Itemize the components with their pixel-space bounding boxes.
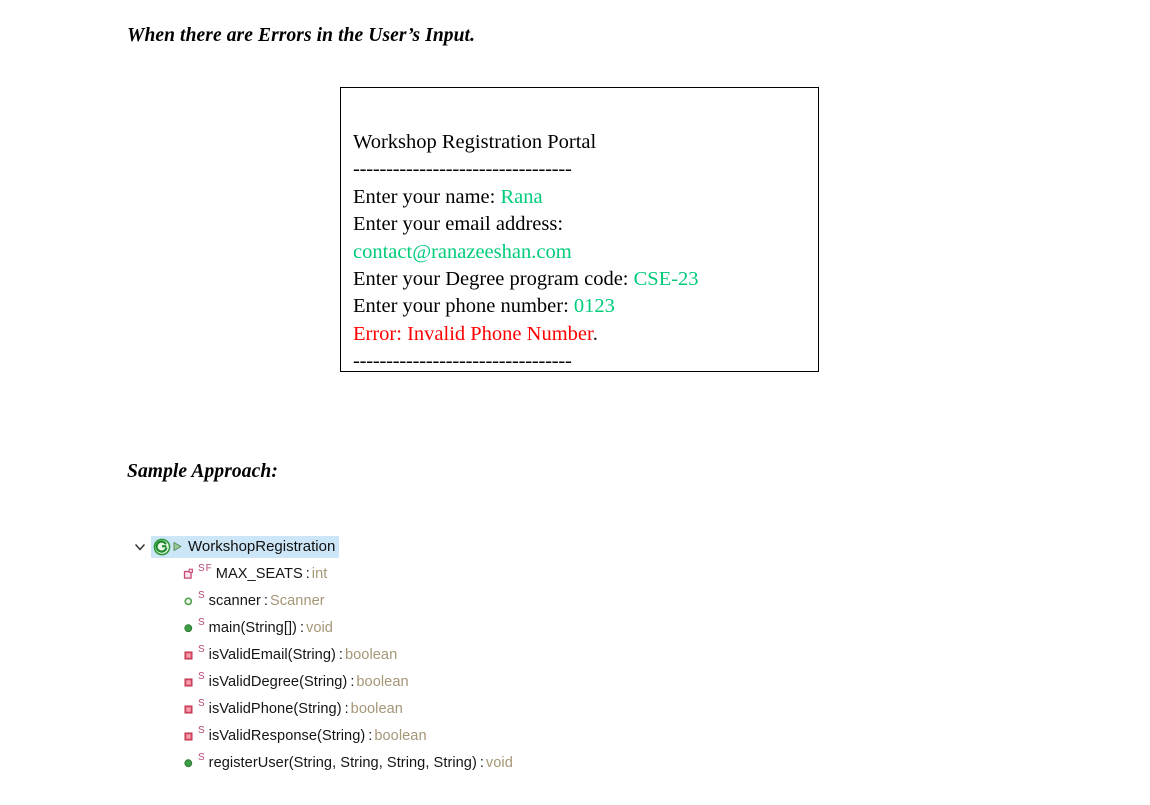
error-message: Error: Invalid Phone Number	[353, 322, 593, 345]
value-degree: CSE-23	[633, 268, 699, 291]
outline-view-tree[interactable]: WorkshopRegistration S F MAX_SEATS : int…	[127, 533, 767, 776]
page-heading-errors: When there are Errors in the User’s Inpu…	[127, 25, 476, 46]
value-name: Rana	[500, 185, 543, 208]
type-separator: :	[350, 673, 355, 690]
tree-row-member[interactable]: S isValidResponse(String) : boolean	[127, 722, 767, 749]
modifier-static-marker: S	[198, 590, 205, 601]
modifier-static-marker: S	[198, 698, 205, 709]
member-type: void	[485, 754, 513, 771]
modifier-final-marker: F	[205, 563, 212, 574]
console-line-error: Error: Invalid Phone Number.	[353, 321, 812, 348]
class-row-highlight[interactable]: WorkshopRegistration	[151, 535, 340, 558]
member-type: void	[306, 619, 333, 636]
member-name: isValidEmail(String)	[208, 646, 336, 663]
member-type: boolean	[344, 646, 398, 663]
tree-row-member[interactable]: S scanner : Scanner	[127, 587, 767, 614]
console-line-degree: Enter your Degree program code: CSE-23	[353, 266, 812, 293]
run-arrow-icon	[172, 540, 183, 553]
modifier-static-marker: S	[198, 644, 205, 655]
tree-row-member[interactable]: S isValidEmail(String) : boolean	[127, 641, 767, 668]
member-type: boolean	[356, 673, 409, 690]
type-separator: :	[305, 565, 310, 582]
error-period: .	[592, 322, 598, 345]
tree-row-member[interactable]: S registerUser(String, String, String, S…	[127, 749, 767, 776]
type-separator: :	[344, 700, 349, 717]
member-name: MAX_SEATS	[215, 565, 303, 582]
type-separator: :	[299, 619, 304, 636]
console-title: Workshop Registration Portal	[353, 131, 597, 153]
modifier-static-marker: S	[198, 752, 205, 763]
modifier-static-marker: S	[198, 725, 205, 736]
member-name: scanner	[208, 592, 261, 609]
prompt-phone: Enter your phone number:	[353, 295, 574, 318]
private-method-icon	[183, 729, 196, 742]
type-separator: :	[263, 592, 268, 609]
package-private-field-icon	[183, 594, 196, 607]
modifier-static-marker: S	[198, 617, 205, 628]
java-class-icon	[153, 538, 171, 556]
member-name: isValidDegree(String)	[208, 673, 348, 690]
member-type: int	[311, 565, 328, 582]
tree-row-member[interactable]: S main(String[]) : void	[127, 614, 767, 641]
console-line-email-value: contact@ranazeeshan.com	[353, 240, 572, 263]
prompt-degree: Enter your Degree program code:	[353, 268, 634, 291]
private-field-icon	[183, 567, 196, 580]
console-line-email-prompt: Enter your email address:	[353, 213, 564, 236]
console-line-name: Enter your name: Rana	[353, 184, 812, 211]
member-type: boolean	[374, 727, 427, 744]
tree-row-member[interactable]: S isValidPhone(String) : boolean	[127, 695, 767, 722]
member-name: isValidPhone(String)	[208, 700, 342, 717]
public-method-icon	[183, 756, 196, 769]
chevron-down-icon[interactable]	[132, 539, 148, 555]
console-divider-bottom: ---------------------------------	[353, 350, 572, 373]
private-method-icon	[183, 702, 196, 715]
console-output-box: Workshop Registration Portal -----------…	[340, 87, 819, 372]
page-heading-sample-approach: Sample Approach:	[127, 461, 278, 482]
class-name-label: WorkshopRegistration	[188, 538, 336, 555]
value-phone: 0123	[573, 295, 615, 318]
console-line-phone: Enter your phone number: 0123	[353, 293, 812, 320]
modifier-static-marker: S	[198, 671, 205, 682]
tree-row-member[interactable]: S F MAX_SEATS : int	[127, 560, 767, 587]
tree-row-member[interactable]: S isValidDegree(String) : boolean	[127, 668, 767, 695]
private-method-icon	[183, 675, 196, 688]
console-divider-top: ---------------------------------	[353, 158, 572, 181]
member-name: isValidResponse(String)	[208, 727, 366, 744]
member-name: main(String[])	[208, 619, 297, 636]
public-method-icon	[183, 621, 196, 634]
member-type: boolean	[350, 700, 403, 717]
private-method-icon	[183, 648, 196, 661]
type-separator: :	[338, 646, 343, 663]
console-output-text: Workshop Registration Portal -----------…	[353, 129, 812, 376]
member-type: Scanner	[269, 592, 325, 609]
type-separator: :	[479, 754, 484, 771]
prompt-name: Enter your name:	[353, 185, 501, 208]
modifier-static-marker: S	[198, 563, 205, 574]
type-separator: :	[368, 727, 373, 744]
member-name: registerUser(String, String, String, Str…	[208, 754, 477, 771]
tree-row-class[interactable]: WorkshopRegistration	[127, 533, 767, 560]
